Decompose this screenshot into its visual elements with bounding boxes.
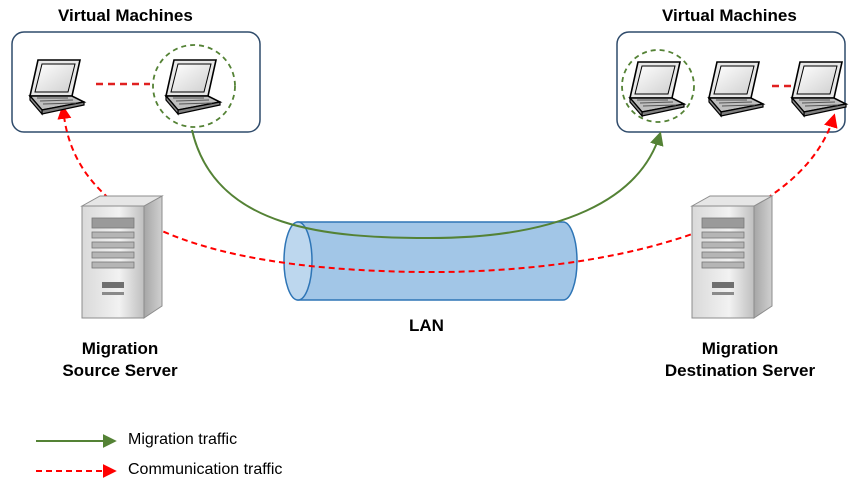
destination-server-label: Migration Destination Server xyxy=(640,338,840,382)
source-vm-group-title: Virtual Machines xyxy=(58,6,193,25)
destination-server-icon xyxy=(691,195,773,319)
source-server-icon xyxy=(81,195,163,319)
destination-vm-group-title: Virtual Machines xyxy=(662,6,797,25)
source-server-label-line2: Source Server xyxy=(62,361,178,380)
migration-traffic-path xyxy=(191,129,664,240)
lan-label: LAN xyxy=(409,316,444,335)
destination-server-label-line2: Destination Server xyxy=(664,361,816,380)
legend-communication-label: Communication traffic xyxy=(128,461,283,478)
source-server-label: Migration Source Server xyxy=(30,338,210,382)
lan-cylinder xyxy=(283,221,578,301)
legend-migration-label: Migration traffic xyxy=(128,431,238,448)
source-server-label-line1: Migration xyxy=(81,339,159,358)
destination-server-label-line1: Migration xyxy=(701,339,779,358)
migrated-vm-highlight xyxy=(621,49,695,123)
migrating-vm-highlight xyxy=(152,44,236,128)
